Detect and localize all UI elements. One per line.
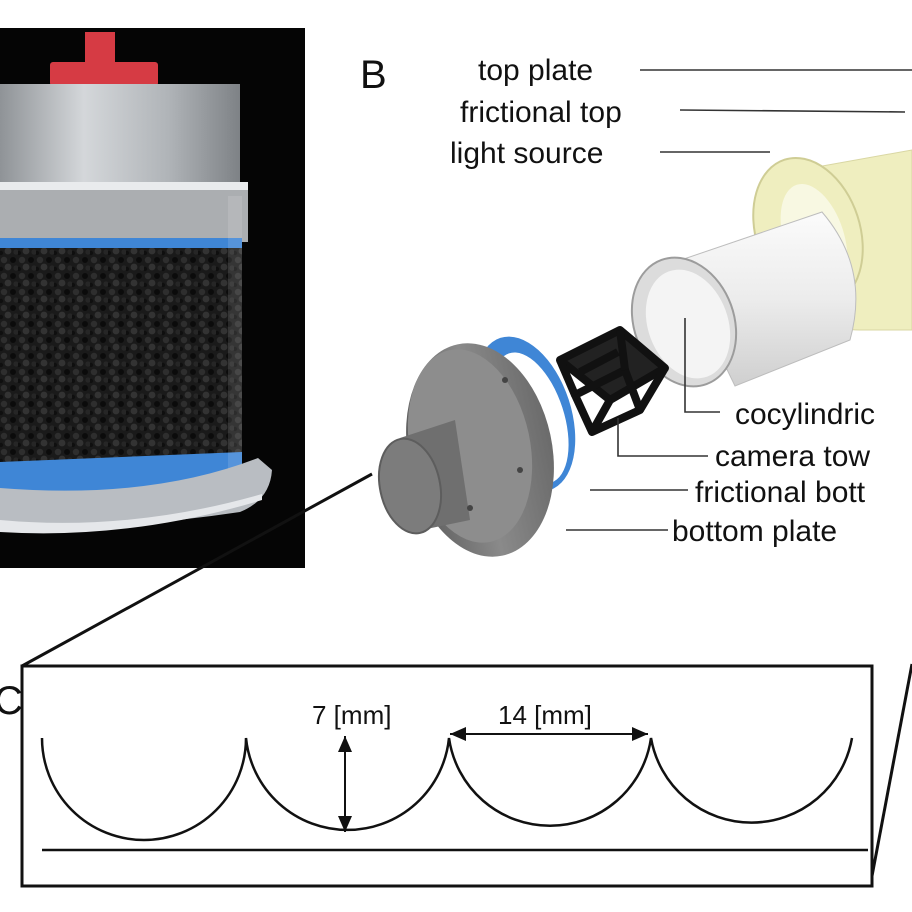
bottom-plate-disk <box>378 343 554 557</box>
leader-lines <box>566 69 912 531</box>
granular-layer <box>0 248 242 464</box>
pitch-arrow-left <box>450 727 466 741</box>
panel-c-profile: C 7 [mm] 14 [mm] <box>0 664 874 888</box>
metal-top-cylinder <box>0 84 240 184</box>
scalloped-profile <box>40 737 854 842</box>
label-frictional-bottom: frictional bott <box>695 476 866 509</box>
panel-c-letter: C <box>0 679 23 723</box>
camera-tower <box>556 326 669 436</box>
acrylic-wall <box>228 196 242 496</box>
depth-arrow-top <box>338 736 352 752</box>
label-camera-tower: camera tow <box>715 440 870 473</box>
pitch-label: 14 [mm] <box>498 700 592 730</box>
depth-arrow-bottom <box>338 816 352 832</box>
pitch-arrow-right <box>632 727 648 741</box>
depth-label: 7 [mm] <box>312 700 391 730</box>
profile-frame <box>20 664 874 888</box>
label-bottom-plate: bottom plate <box>672 515 837 548</box>
base-plate-edge <box>0 494 262 534</box>
red-knob <box>50 62 158 86</box>
panel-b-letter: B <box>360 53 387 97</box>
red-shaft <box>85 32 115 66</box>
panel-b-exploded-view: B <box>360 53 912 557</box>
zoom-connectors <box>21 472 912 877</box>
collar-rim <box>0 182 248 190</box>
metal-collar <box>0 184 248 242</box>
label-cocylindrical: cocylindric <box>735 398 875 431</box>
label-light-source: light source <box>450 137 603 170</box>
white-cylinder <box>630 211 857 388</box>
label-frictional-top: frictional top <box>460 96 622 129</box>
panel-a-photo <box>0 28 305 568</box>
label-top-plate: top plate <box>478 54 593 87</box>
blue-band-top <box>0 238 242 250</box>
